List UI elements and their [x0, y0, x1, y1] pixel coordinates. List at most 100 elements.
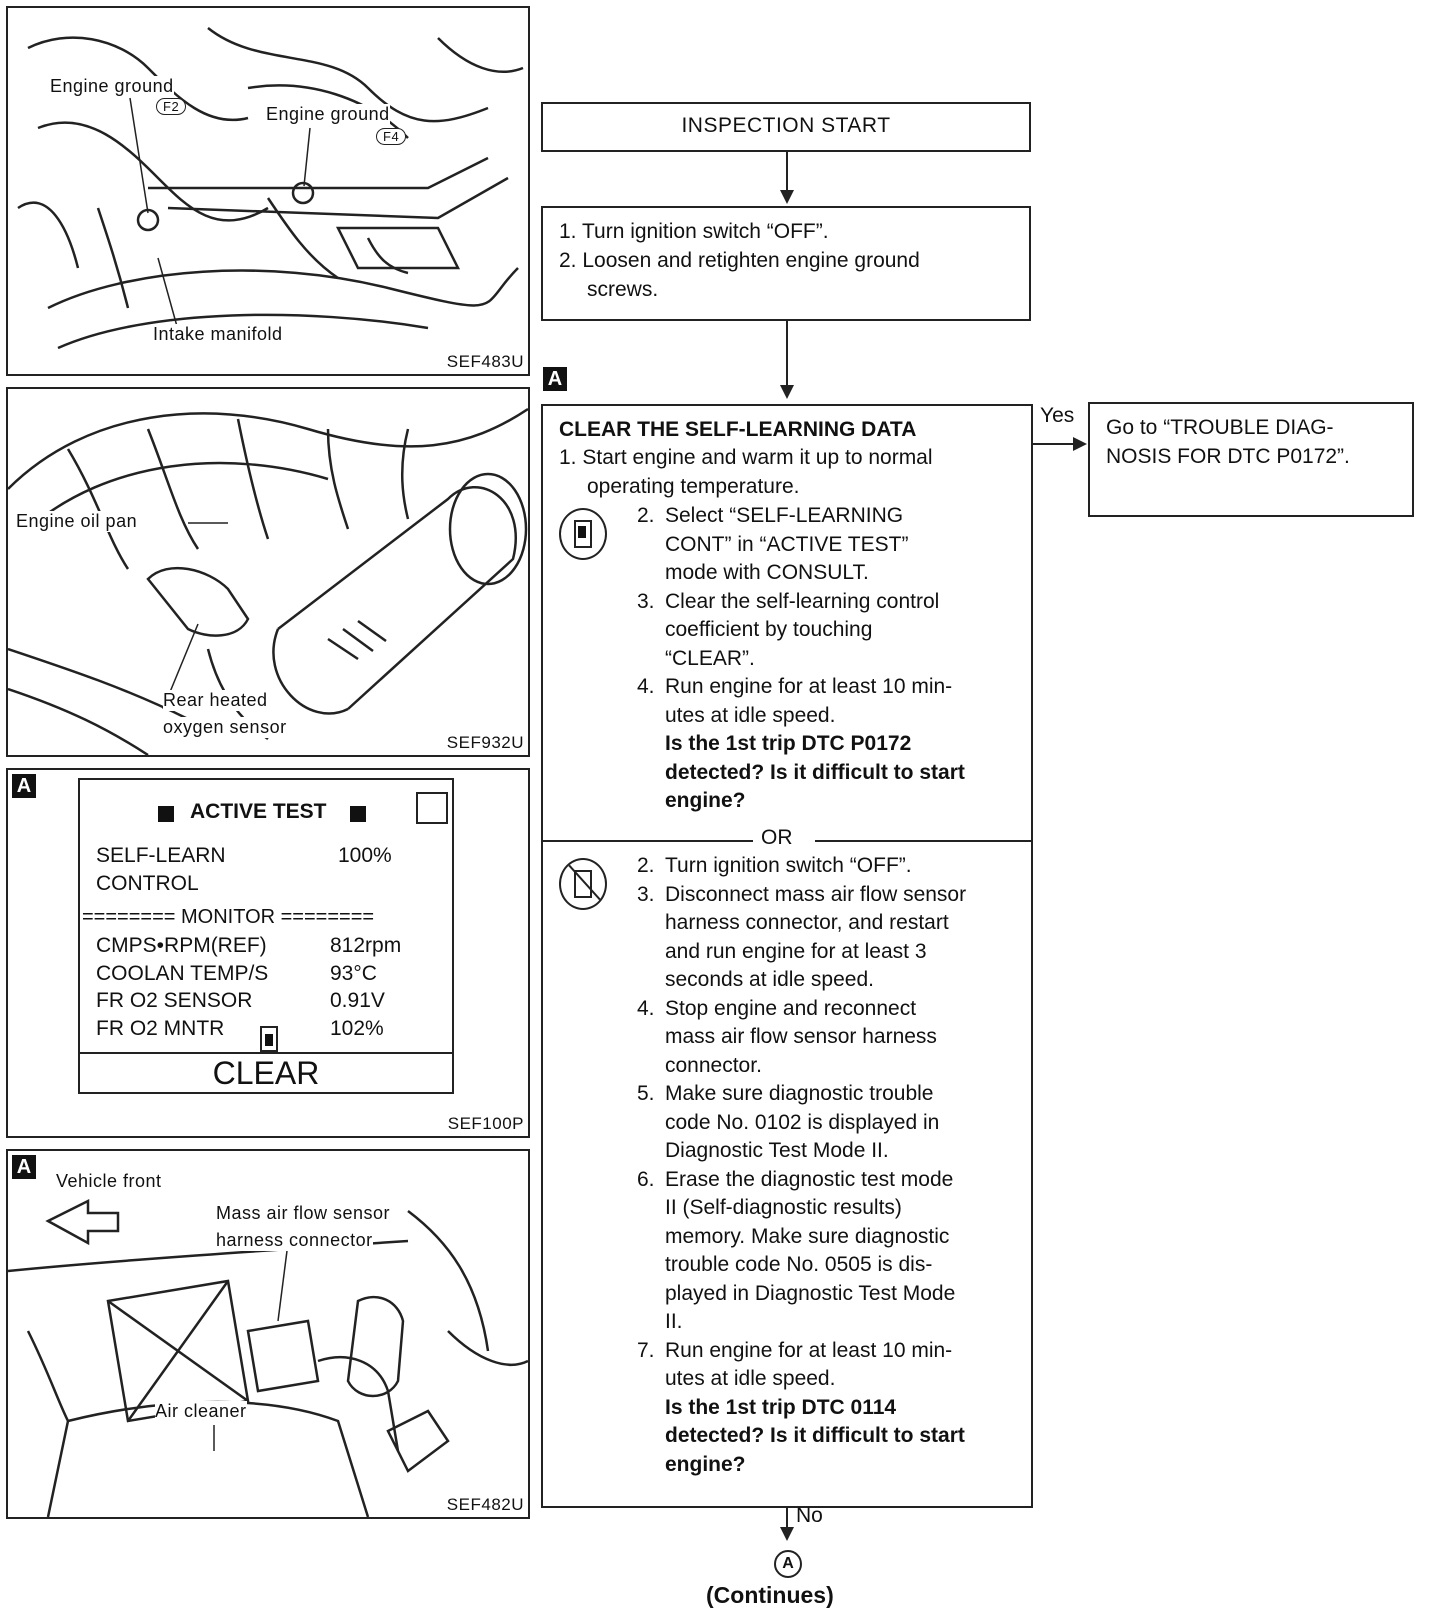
monitor-row-name: COOLAN TEMP/S — [96, 961, 269, 985]
step-line: connector. — [665, 1053, 762, 1077]
self-learn-value: 100% — [338, 844, 392, 867]
step-line: mass air flow sensor harness — [665, 1025, 937, 1048]
yes-line — [1033, 443, 1073, 445]
yes-box-line2: NOSIS FOR DTC P0172”. — [1106, 445, 1350, 468]
yes-box-line1: Go to “TROUBLE DIAG- — [1106, 416, 1334, 439]
manual-steps: 2.Turn ignition switch “OFF”.3.Disconnec… — [637, 852, 1027, 1479]
figure-oxygen-sensor: Engine oil pan Rear heated oxygen sensor… — [6, 387, 530, 757]
monitor-row-value: 0.91V — [330, 989, 385, 1012]
or-divider-right — [815, 840, 1033, 842]
badge-a: A — [543, 367, 567, 391]
diagnostic-question-line: engine? — [665, 789, 746, 812]
or-label: OR — [761, 826, 793, 849]
arrow-down-icon — [780, 190, 794, 204]
clear-self-learning-box: CLEAR THE SELF-LEARNING DATA 1. Start en… — [541, 404, 1033, 1508]
label-engine-ground-1: Engine ground — [50, 76, 174, 97]
main-step1-line2: operating temperature. — [587, 475, 800, 498]
consult-icon — [559, 508, 607, 560]
continues-label: (Continues) — [706, 1582, 834, 1608]
diagnostic-question-line: Is the 1st trip DTC P0172 — [665, 732, 912, 755]
step-number: 4. — [637, 996, 655, 1020]
label-engine-ground-2: Engine ground — [266, 104, 390, 125]
figure-code: SEF100P — [447, 1114, 524, 1133]
label-engine-oil-pan: Engine oil pan — [16, 511, 138, 532]
monitor-row-value: 93°C — [330, 961, 377, 985]
label-maf-sensor: Mass air flow sensor — [216, 1203, 391, 1224]
step-line: coefficient by touching — [665, 618, 873, 641]
figure-active-test-screen: A ACTIVE TEST SELF-LEARN CONTROL 100% ==… — [6, 768, 530, 1138]
consult-pointer-icon — [260, 1026, 278, 1052]
connector-f4-tag: F4 — [376, 128, 407, 145]
step-number: 5. — [637, 1082, 655, 1105]
vehicle-front-arrow-icon — [45, 1198, 120, 1246]
arrow-down-icon — [780, 385, 794, 399]
inspection-start-box: INSPECTION START — [541, 102, 1031, 152]
step-line: Diagnostic Test Mode II. — [665, 1139, 889, 1162]
no-consult-icon — [559, 858, 607, 910]
label-harness-connector: harness connector — [216, 1230, 373, 1251]
step1-line1: 1. Turn ignition switch “OFF”. — [559, 220, 829, 243]
badge-a: A — [12, 1155, 36, 1179]
monitor-divider: ======== MONITOR ======== — [82, 906, 375, 928]
self-learn-label-2: CONTROL — [96, 872, 199, 895]
badge-a: A — [12, 774, 36, 798]
step-line: Run engine for at least 10 min- — [665, 1338, 953, 1362]
step-number: 7. — [637, 1338, 655, 1362]
step1-box: 1. Turn ignition switch “OFF”. 2. Loosen… — [541, 206, 1031, 321]
inspection-start-label: INSPECTION START — [681, 114, 891, 137]
oil-pan-illustration — [8, 407, 528, 755]
step-line: Make sure diagnostic trouble — [665, 1082, 934, 1105]
label-air-cleaner: Air cleaner — [155, 1401, 247, 1422]
connector-a-circle: A — [774, 1550, 802, 1578]
step-line: Turn ignition switch “OFF”. — [665, 854, 912, 877]
no-label: No — [796, 1504, 823, 1527]
step-line: utes at idle speed. — [665, 1367, 836, 1390]
figure-code: SEF483U — [446, 352, 524, 371]
screen-title-marker-left — [158, 806, 174, 822]
step-line: CONT” in “ACTIVE TEST” — [665, 532, 909, 556]
monitor-row-name: FR O2 MNTR — [96, 1016, 225, 1040]
step-number: 3. — [637, 882, 655, 906]
figure-code: SEF482U — [446, 1495, 524, 1514]
step-line: played in Diagnostic Test Mode — [665, 1281, 956, 1305]
step-line: Stop engine and reconnect — [665, 996, 917, 1020]
diagnostic-question-line: detected? Is it difficult to start — [665, 1424, 965, 1447]
screen-corner-box — [416, 792, 448, 824]
arrow-right-icon — [1073, 437, 1087, 451]
step1-line3: screws. — [587, 278, 659, 301]
screen-title: ACTIVE TEST — [190, 800, 327, 823]
figure-maf-sensor: A Vehicle front Mass air flow sensor har… — [6, 1149, 530, 1519]
self-learn-label: SELF-LEARN — [96, 844, 226, 867]
step-line: Erase the diagnostic test mode — [665, 1167, 954, 1191]
clear-button[interactable]: CLEAR — [78, 1052, 454, 1094]
step-number: 4. — [637, 675, 655, 698]
screen-title-marker-right — [350, 806, 366, 822]
diagnostic-question-line: detected? Is it difficult to start — [665, 760, 965, 784]
step1-line2: 2. Loosen and retighten engine ground — [559, 249, 920, 272]
step-line: Clear the self-learning control — [665, 589, 940, 613]
connector-f2-tag: F2 — [156, 98, 187, 115]
step-line: trouble code No. 0505 is dis- — [665, 1253, 933, 1276]
step-line: II. — [665, 1310, 683, 1333]
trouble-diagnosis-box: Go to “TROUBLE DIAG- NOSIS FOR DTC P0172… — [1088, 402, 1414, 517]
numbered-step: 4. Run engine for at least 10 min-utes at… — [637, 673, 1027, 730]
step-line: harness connector, and restart — [665, 911, 949, 934]
or-divider-left — [543, 840, 753, 842]
numbered-step: 2.Turn ignition switch “OFF”. — [637, 852, 1027, 881]
step-line: utes at idle speed. — [665, 703, 836, 727]
consult-screen: ACTIVE TEST SELF-LEARN CONTROL 100% ====… — [78, 778, 454, 1070]
step-line: Select “SELF-LEARNING — [665, 504, 904, 527]
step-line: mode with CONSULT. — [665, 561, 869, 584]
step-line: Run engine for at least 10 min- — [665, 675, 953, 698]
connector-line — [786, 321, 788, 385]
arrow-down-icon — [780, 1527, 794, 1541]
numbered-step: 4. Stop engine and reconnect mass air flow… — [637, 995, 1027, 1081]
connector-line — [786, 152, 788, 190]
step-line: and run engine for at least 3 — [665, 939, 927, 963]
